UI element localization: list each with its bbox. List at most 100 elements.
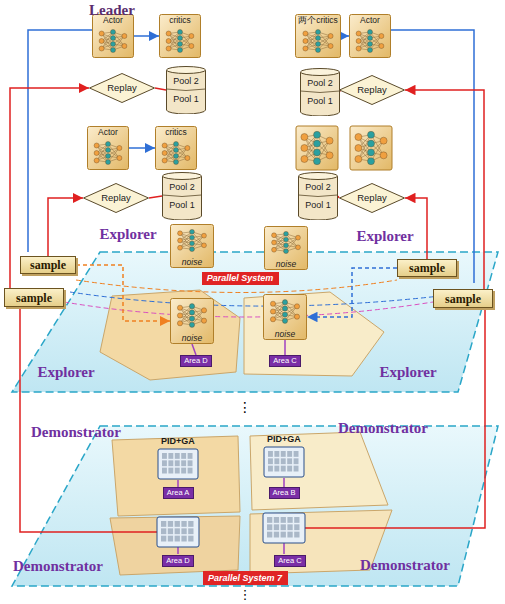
controller-key (287, 466, 292, 472)
neuron (316, 48, 321, 53)
network-body (296, 15, 341, 58)
diamond-shape (90, 74, 155, 103)
node-text: noise (275, 329, 295, 339)
neuron (301, 145, 308, 152)
neuron (162, 158, 167, 163)
neuron (316, 42, 321, 47)
controller-key (161, 536, 166, 542)
area-tag: Area D (162, 555, 194, 567)
neuron (106, 142, 111, 147)
connector (48, 198, 83, 256)
pool-divider (167, 89, 206, 91)
neuron (189, 316, 194, 321)
connector (307, 268, 397, 317)
neuron (189, 322, 194, 327)
node-text: Area C (273, 356, 296, 366)
neuron (94, 158, 99, 163)
connector (134, 35, 159, 37)
pool-cylinder: Pool 2Pool 1 (162, 172, 202, 220)
replay-diamond: Replay (339, 75, 405, 105)
controller-key (175, 521, 180, 527)
map-region (250, 432, 388, 510)
connector (283, 478, 285, 487)
controller-key (274, 458, 279, 464)
control-link (283, 543, 285, 554)
neuron (303, 31, 308, 36)
replay-diamond: Replay (89, 73, 155, 103)
node-text: Replay (357, 84, 387, 96)
controller-key (294, 524, 299, 530)
controller-key (274, 517, 279, 523)
neuron (174, 154, 179, 159)
sample-box: sample (433, 289, 493, 308)
neuron (177, 321, 182, 326)
pool-divider (163, 195, 202, 197)
neuron (166, 39, 171, 44)
neuron (111, 48, 116, 53)
area-tag: Area D (180, 355, 212, 367)
node-text: Pool 2 (169, 181, 195, 193)
node-text: Parallel System 7 (208, 573, 282, 584)
network-box: critics (159, 14, 201, 58)
network-body (264, 295, 307, 340)
controller-key (274, 524, 279, 530)
neuron (294, 314, 299, 319)
map-region (112, 436, 240, 516)
controller-key (274, 532, 279, 538)
diamond-shape (340, 76, 405, 105)
controller-key (281, 451, 286, 457)
diamond-shape (84, 184, 149, 213)
neuron (174, 160, 179, 165)
cylinder-top (299, 173, 338, 180)
neuron (174, 142, 179, 147)
neuron (284, 249, 289, 254)
controller-key (181, 460, 186, 466)
controller-key (181, 468, 186, 474)
diagram-label: Demonstrator (338, 420, 428, 437)
node-text: Pool 2 (307, 77, 333, 89)
neuron (368, 140, 375, 147)
neuron (356, 31, 361, 36)
neuron (356, 39, 361, 44)
node-text: sample (30, 258, 66, 272)
neuron (272, 247, 277, 252)
neuron (282, 300, 287, 305)
neuron (328, 44, 333, 49)
neuron (178, 42, 183, 47)
controller-key (287, 517, 292, 523)
noise-network: noise (264, 226, 308, 270)
neuron (178, 30, 183, 35)
controller-key (274, 466, 279, 472)
neuron (301, 156, 308, 163)
network-box: Actor (349, 14, 391, 58)
node-text: Area D (184, 356, 207, 366)
controller-key (168, 460, 173, 466)
controller-key (281, 466, 286, 472)
network-box: critics (155, 126, 197, 170)
controller-key (294, 517, 299, 523)
neuron (122, 34, 127, 39)
controller-key (188, 528, 193, 534)
neuron (316, 30, 321, 35)
sample-flow (70, 292, 440, 306)
neuron (368, 42, 373, 47)
neuron (166, 46, 171, 51)
network-body (265, 227, 308, 270)
neuron (99, 31, 104, 36)
node-text: critics (165, 127, 187, 137)
neuron (190, 229, 195, 234)
pool-cylinder: Pool 2Pool 1 (300, 68, 340, 116)
controller-key (281, 524, 286, 530)
diagram-label: ⋮ (239, 588, 252, 602)
cylinder-top (301, 69, 340, 76)
diagram-label: Leader (89, 2, 135, 19)
diagram-label: ⋮ (238, 400, 252, 415)
neuron (303, 46, 308, 51)
network-body (156, 127, 197, 170)
neuron (202, 233, 207, 238)
icon-group (157, 126, 392, 547)
neuron (328, 34, 333, 39)
controller-key (287, 451, 292, 457)
controller-body (263, 513, 305, 543)
neuron (314, 131, 321, 138)
